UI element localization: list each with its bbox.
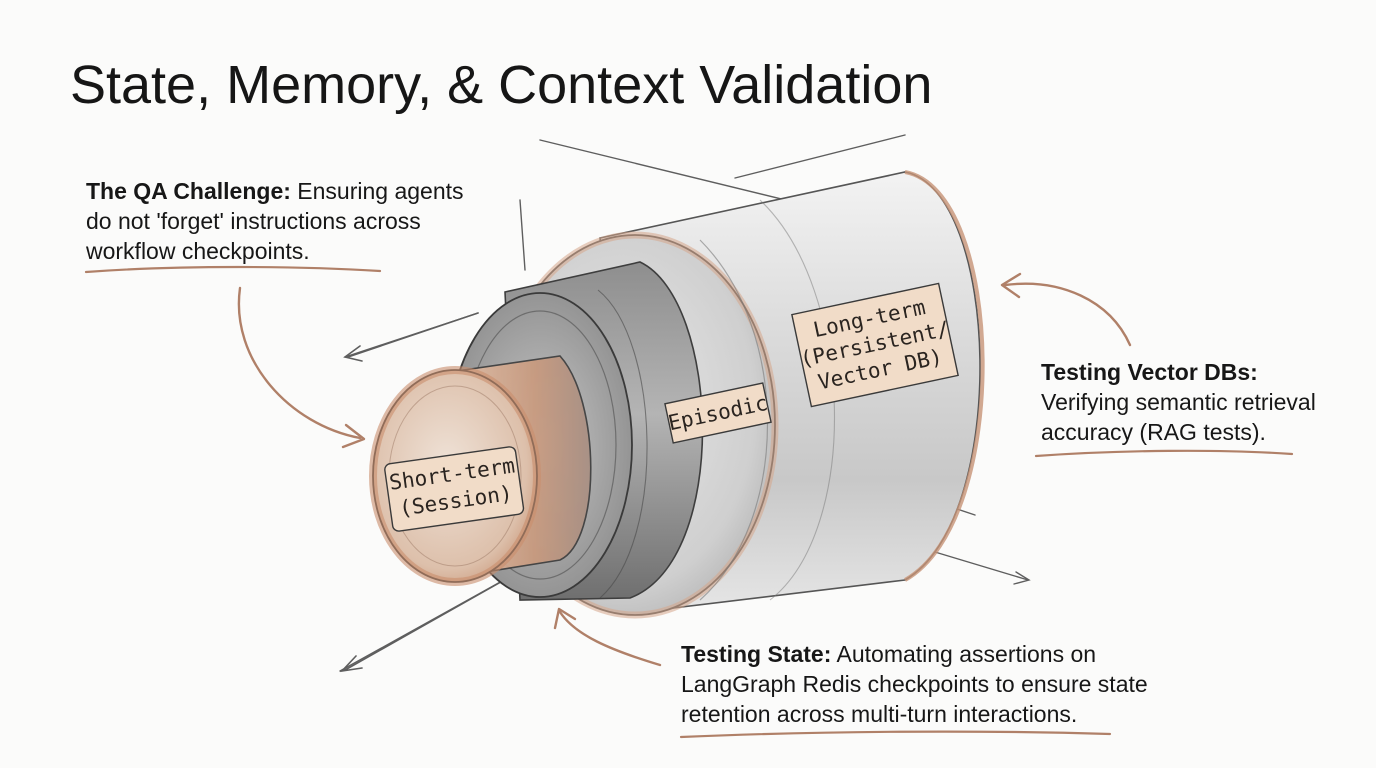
arrow-upper-left [343,312,479,362]
short-term-label: Short-term (Session) [384,446,525,532]
vector-db-note: Testing Vector DBs: Verifying semantic r… [1041,357,1341,447]
vector-arrow-head [1000,272,1022,299]
testing-state-text: Automating assertions on LangGraph Redis… [681,641,1148,727]
qa-challenge-note: The QA Challenge: Ensuring agents do not… [86,176,486,266]
state-underline [679,730,1112,739]
state-arrow-head [553,607,577,630]
qa-underline [84,265,382,274]
qa-challenge-text: Ensuring agents do not 'forget' instruct… [86,178,464,264]
long-term-label: Long-term (Persistent/ Vector DB) [791,282,959,408]
vector-db-text: Verifying semantic retrieval accuracy (R… [1041,389,1316,445]
vector-db-heading: Testing Vector DBs: [1041,359,1258,385]
qa-arrow-head [341,423,366,449]
arrow-lower-left [339,569,523,673]
episodic-label: Episodic [664,382,772,444]
qa-arrow [237,286,362,440]
vector-arrow [1003,282,1132,347]
page-title: State, Memory, & Context Validation [70,55,933,115]
qa-challenge-heading: The QA Challenge: [86,178,291,204]
testing-state-note: Testing State: Automating assertions on … [681,639,1181,729]
state-arrow [558,610,662,667]
testing-state-heading: Testing State: [681,641,832,667]
vector-underline [1034,449,1294,458]
